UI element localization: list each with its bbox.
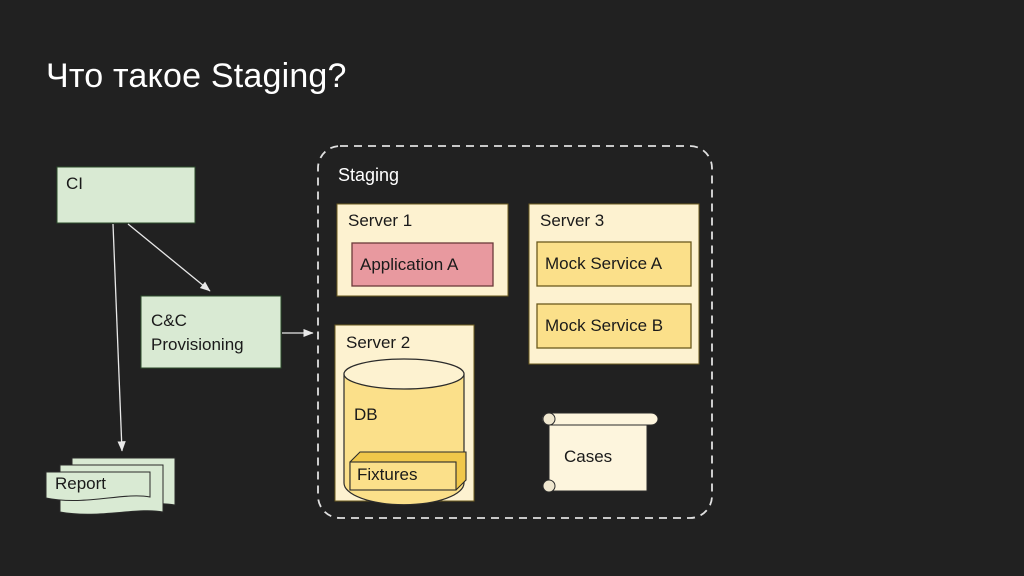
application-a-box[interactable] bbox=[351, 242, 494, 287]
node-report[interactable] bbox=[45, 457, 176, 515]
staging-container bbox=[317, 145, 713, 519]
edge-ci-to-report bbox=[112, 223, 126, 452]
node-ci[interactable] bbox=[56, 166, 196, 224]
report-sheet-front[interactable] bbox=[45, 471, 151, 501]
edge-ci-to-cc bbox=[127, 223, 211, 292]
mock-service-b-box[interactable] bbox=[536, 303, 692, 349]
node-server1[interactable] bbox=[336, 203, 509, 297]
node-server3[interactable] bbox=[528, 203, 700, 365]
cases-bottom-roll-cap bbox=[542, 479, 556, 493]
mock-service-a-box[interactable] bbox=[536, 241, 692, 287]
staging-dashed-border bbox=[317, 145, 713, 519]
node-cases[interactable] bbox=[541, 412, 659, 493]
page-title: Что такое Staging? bbox=[46, 57, 347, 95]
cases-body[interactable] bbox=[548, 423, 648, 492]
cases-top-roll-cap bbox=[542, 412, 556, 426]
db-cylinder-top bbox=[343, 358, 465, 390]
arrow-ci-to-report bbox=[112, 223, 126, 452]
cases-top-roll bbox=[541, 412, 659, 426]
node-server2[interactable] bbox=[334, 324, 475, 506]
node-cc-provisioning[interactable] bbox=[140, 295, 282, 369]
cc-provisioning-box[interactable] bbox=[140, 295, 282, 369]
ci-box[interactable] bbox=[56, 166, 196, 224]
arrow-ci-to-cc-provisioning bbox=[127, 223, 211, 292]
fixtures-cube[interactable] bbox=[349, 451, 467, 491]
fixtures-cube-front-face bbox=[349, 461, 457, 491]
